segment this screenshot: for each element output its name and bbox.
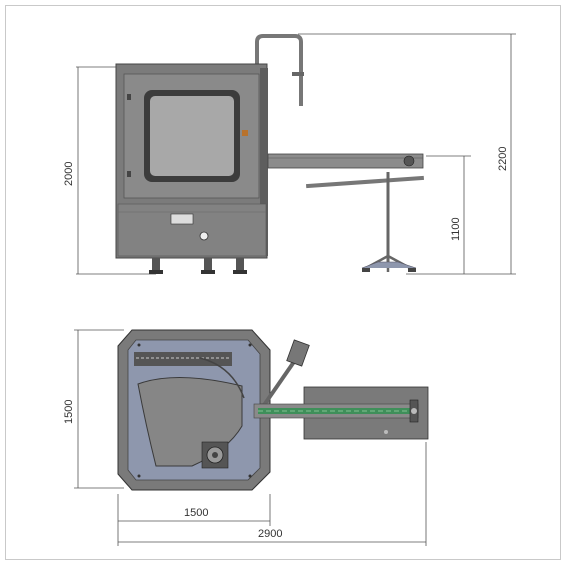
window-glass bbox=[150, 96, 234, 176]
dimension-conveyor-height bbox=[426, 155, 471, 274]
dimension-label-1500-depth: 1500 bbox=[63, 400, 75, 424]
drawing-frame: 2000 2200 1100 bbox=[5, 5, 561, 560]
conveyor-front bbox=[267, 153, 424, 272]
machine-feet bbox=[149, 258, 247, 274]
control-knob bbox=[199, 231, 209, 241]
lower-panel bbox=[117, 203, 267, 257]
technical-drawing: 2000 2200 1100 bbox=[63, 33, 516, 546]
dimension-front-height bbox=[76, 66, 156, 275]
indicator-light bbox=[242, 130, 248, 136]
dimension-label-2000: 2000 bbox=[63, 162, 75, 186]
dimension-label-2200: 2200 bbox=[497, 147, 509, 171]
conveyor-top bbox=[253, 386, 429, 440]
dimension-total-height bbox=[298, 33, 516, 275]
top-view: 1500 bbox=[63, 329, 429, 546]
front-view: 2000 2200 1100 bbox=[63, 33, 516, 275]
dimension-total-width bbox=[117, 442, 427, 546]
pipe-clamp bbox=[292, 72, 304, 76]
dimension-label-1500-width: 1500 bbox=[184, 507, 208, 519]
bottle-rail bbox=[134, 352, 232, 366]
door-hinge-top bbox=[127, 94, 131, 100]
overhead-pipe bbox=[255, 34, 303, 106]
dimension-label-2900: 2900 bbox=[258, 528, 282, 540]
dimension-label-1100: 1100 bbox=[450, 217, 462, 241]
control-label-plate bbox=[170, 213, 194, 225]
machine-side-panel bbox=[260, 68, 268, 256]
dimension-top-width bbox=[117, 494, 271, 526]
mounting-bolts bbox=[137, 343, 252, 478]
dimension-top-depth bbox=[74, 329, 124, 489]
door-hinge-bottom bbox=[127, 171, 131, 177]
